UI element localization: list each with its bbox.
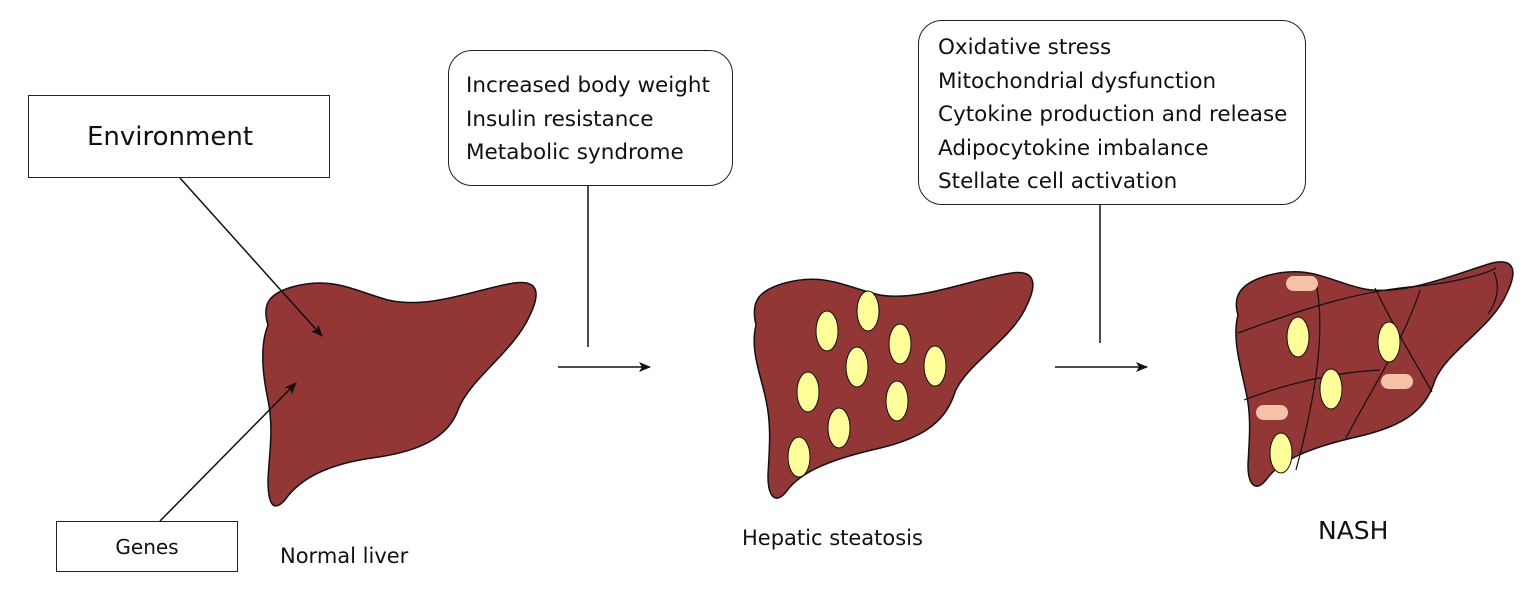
fibrosis-lines [1237, 267, 1498, 471]
normal-liver-label: Normal liver [280, 544, 409, 568]
fat-droplet [856, 290, 880, 332]
environment-arrow [179, 177, 323, 337]
genes-label: Genes [115, 534, 179, 559]
fat-droplet [923, 345, 947, 387]
normal-liver-shape [261, 281, 537, 507]
environment-label: Environment [87, 121, 254, 152]
genes-arrow [159, 382, 297, 522]
factors-box-2: Oxidative stress Mitochondrial dysfuncti… [918, 20, 1306, 205]
nash-label: NASH [1318, 516, 1389, 545]
environment-box: Environment [28, 95, 330, 178]
genes-box: Genes [56, 521, 238, 572]
fat-droplets [787, 290, 947, 478]
inflammatory-focus [1256, 405, 1288, 420]
fat-droplet [885, 380, 909, 422]
inflammatory-focus [1286, 276, 1318, 291]
factor-item: Oxidative stress [938, 35, 1112, 60]
inflammatory-focus [1381, 374, 1413, 389]
fat-droplet [1269, 432, 1293, 474]
fat-droplet [1377, 321, 1401, 363]
factor-item: Adipocytokine imbalance [938, 135, 1209, 161]
fat-droplet [1286, 316, 1310, 358]
nash-fat-droplets [1269, 316, 1401, 474]
factor-item: Increased body weight [466, 73, 710, 98]
fat-droplet [845, 346, 869, 388]
fat-droplet [888, 323, 912, 365]
factor-item: Metabolic syndrome [466, 140, 684, 165]
nash-liver-shape [1235, 261, 1514, 487]
fat-droplet [787, 436, 811, 478]
hepatic-steatosis-label: Hepatic steatosis [742, 526, 923, 550]
fat-droplet [815, 310, 839, 352]
factor-item: Cytokine production and release [938, 102, 1288, 127]
factor-item: Stellate cell activation [938, 169, 1178, 194]
fat-droplet [827, 407, 851, 449]
factor-item: Insulin resistance [466, 106, 654, 132]
fat-droplet [1319, 368, 1343, 410]
fat-droplet [796, 371, 820, 413]
factor-item: Mitochondrial dysfunction [938, 68, 1217, 94]
factors-box-1: Increased body weight Insulin resistance… [448, 50, 733, 186]
inflammatory-foci [1256, 276, 1413, 420]
